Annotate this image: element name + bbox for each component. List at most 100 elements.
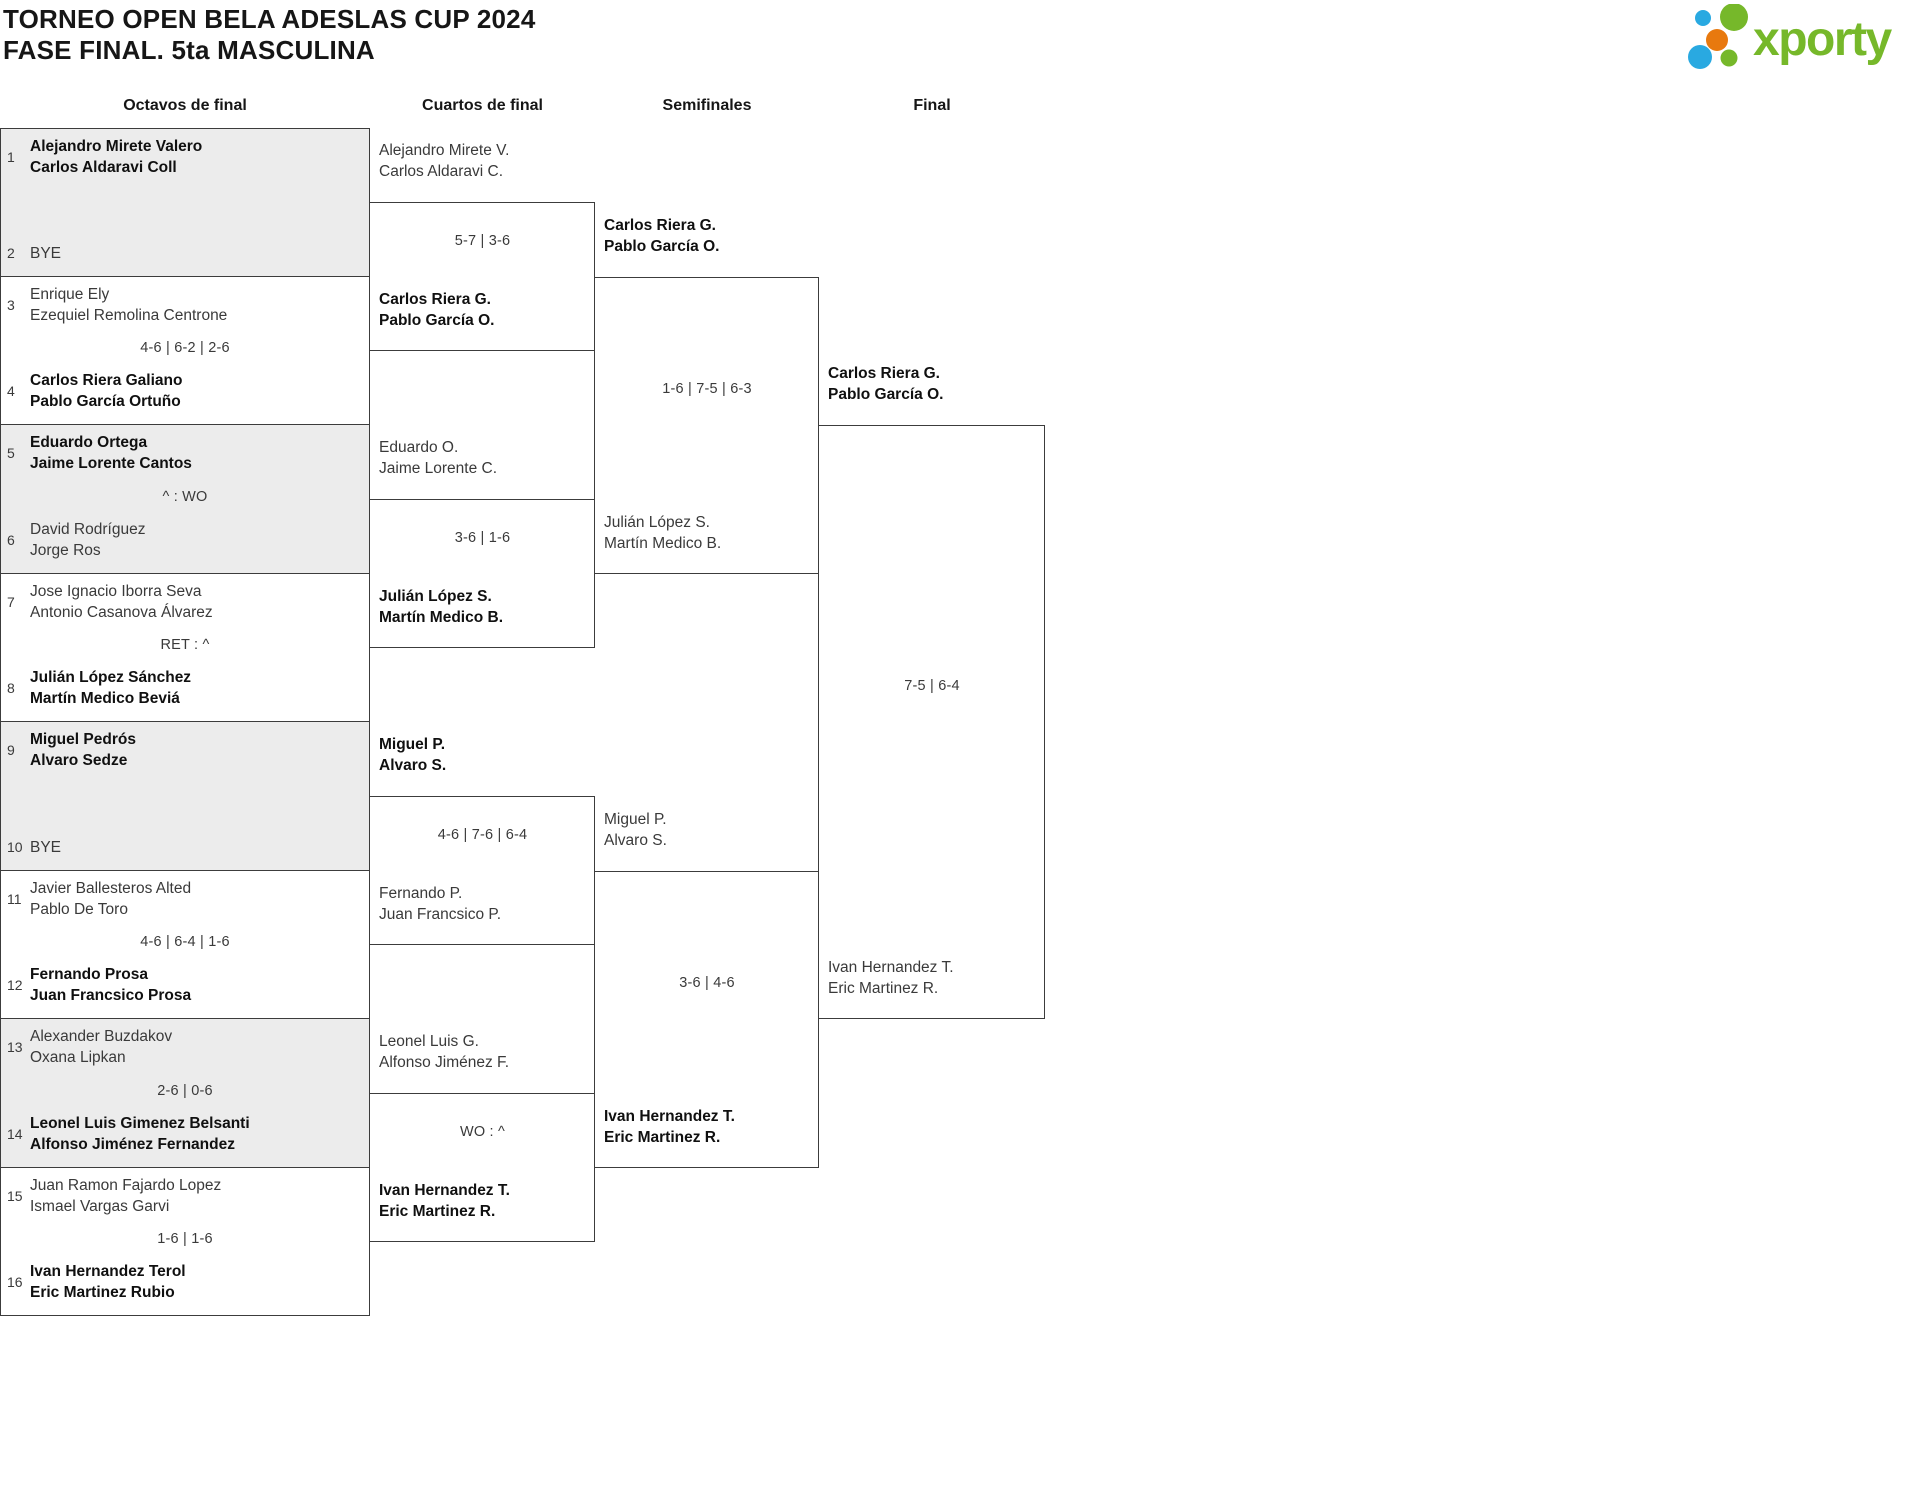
player-name: Alvaro S. <box>604 831 667 849</box>
round-header-final: Final <box>913 97 951 114</box>
match-cuartos-4-box <box>368 1093 595 1242</box>
round-header-cuartos: Cuartos de final <box>422 97 543 114</box>
player-name: Leonel Luis Gimenez Belsanti <box>30 1114 250 1132</box>
player-name: Miguel P. <box>604 810 667 828</box>
player-name: Oxana Lipkan <box>30 1049 126 1066</box>
match-cuartos-4-team-bottom: Ivan Hernandez T.Eric Martinez R. <box>379 1180 588 1222</box>
player-name: Eric Martinez R. <box>379 1202 496 1220</box>
player-name: Julián López Sánchez <box>30 669 192 686</box>
player-name: Carlos Aldaravi C. <box>379 163 504 181</box>
player-name: Ismael Vargas Garvi <box>30 1197 170 1215</box>
player-name: Martín Medico Beviá <box>30 690 180 707</box>
player-name: Javier Ballesteros Alted <box>30 879 192 897</box>
match-semifinal-2-box <box>593 870 819 1168</box>
seed-number: 4 <box>7 383 15 399</box>
player-name: Ivan Hernandez Terol <box>30 1263 186 1280</box>
seed-number: 9 <box>7 742 15 758</box>
match-semifinal-2-team-top: Miguel P. Alvaro S. <box>604 809 812 851</box>
logo-dot-orange <box>1706 29 1728 51</box>
round-header-semifinales: Semifinales <box>662 97 752 114</box>
player-name: Eric Martinez Rubio <box>30 1284 175 1301</box>
player-name: Ezequiel Remolina Centrone <box>30 306 228 324</box>
match-score: 3-6 | 1-6 <box>454 529 511 546</box>
player-name: Ivan Hernandez T. <box>604 1107 735 1125</box>
match-semifinal-2-team-bottom: Ivan Hernandez T.Eric Martinez R. <box>604 1106 812 1148</box>
player-name: Juan Francsico Prosa <box>30 987 192 1004</box>
match-score: 4-6 | 7-6 | 6-4 <box>437 826 528 843</box>
team-names: BYE <box>30 243 61 264</box>
match-cuartos-1-team-top: Alejandro Mirete V. Carlos Aldaravi C. <box>379 140 588 182</box>
match-final-1-team-top: Carlos Riera G.Pablo García O. <box>828 363 1038 405</box>
player-name: Julián López S. <box>604 513 710 531</box>
match-score: 7-5 | 6-4 <box>904 678 960 694</box>
player-name: Alfonso Jiménez Fernandez <box>30 1135 235 1153</box>
player-name: Jaime Lorente Cantos <box>30 455 192 472</box>
match-cuartos-2-team-bottom: Julián López S. Martín Medico B. <box>379 586 588 628</box>
player-name: Alfonso Jiménez F. <box>379 1054 510 1072</box>
seed-number: 7 <box>7 593 15 610</box>
logo-dot-blue-large <box>1688 45 1712 69</box>
seed-number: 12 <box>7 977 23 993</box>
player-name: Fernando Prosa <box>30 966 148 983</box>
player-name: Carlos Riera G. <box>604 216 716 234</box>
match-score: 5-7 | 3-6 <box>454 232 511 249</box>
logo-dot-blue-small <box>1695 10 1711 26</box>
match-score: RET : ^ <box>160 637 210 654</box>
player-name: Alejandro Mirete V. <box>379 142 510 160</box>
player-name: Miguel P. <box>379 736 446 754</box>
match-cuartos-2-box <box>368 499 595 648</box>
match-final-1-box <box>817 425 1045 1019</box>
match-cuartos-4-team-top: Leonel Luis G. Alfonso Jiménez F. <box>379 1031 588 1073</box>
player-name: Pablo De Toro <box>30 900 128 918</box>
player-name: Leonel Luis G. <box>379 1033 479 1051</box>
match-final-1-team-bottom: Ivan Hernandez T.Eric Martinez R. <box>828 957 1038 999</box>
player-name: Martín Medico B. <box>379 608 504 626</box>
player-name: Jose Ignacio Iborra Seva <box>30 582 202 600</box>
match-score: 4-6 | 6-4 | 1-6 <box>140 934 230 951</box>
player-name: Antonio Casanova Álvarez <box>30 603 213 621</box>
player-name: Julián López S. <box>379 587 492 605</box>
player-name: Carlos Aldaravi Coll <box>30 159 177 176</box>
seed-number: 16 <box>7 1274 23 1290</box>
seed-number: 1 <box>7 149 15 165</box>
xporty-logo-dots <box>1688 4 1748 69</box>
logo-dot-green-large <box>1720 4 1748 31</box>
player-name: Alvaro S. <box>379 757 447 775</box>
match-score: ^ : WO <box>162 488 208 505</box>
match-cuartos-1-team-bottom: Carlos Riera G.Pablo García O. <box>379 289 588 331</box>
player-name: Eduardo Ortega <box>30 434 148 451</box>
seed-number: 2 <box>7 245 15 261</box>
xporty-logo[interactable]: xporty <box>1688 2 1892 78</box>
player-name: David Rodríguez <box>30 520 146 538</box>
match-score: 3-6 | 4-6 <box>679 975 735 991</box>
seed-number: 13 <box>7 1039 23 1055</box>
player-name: Juan Ramon Fajardo Lopez <box>30 1176 222 1194</box>
player-name: Pablo García O. <box>604 237 720 255</box>
page-title: TORNEO OPEN BELA ADESLAS CUP 2024 FASE F… <box>3 4 536 66</box>
seed-number: 10 <box>7 839 23 855</box>
match-score: 4-6 | 6-2 | 2-6 <box>140 340 230 357</box>
